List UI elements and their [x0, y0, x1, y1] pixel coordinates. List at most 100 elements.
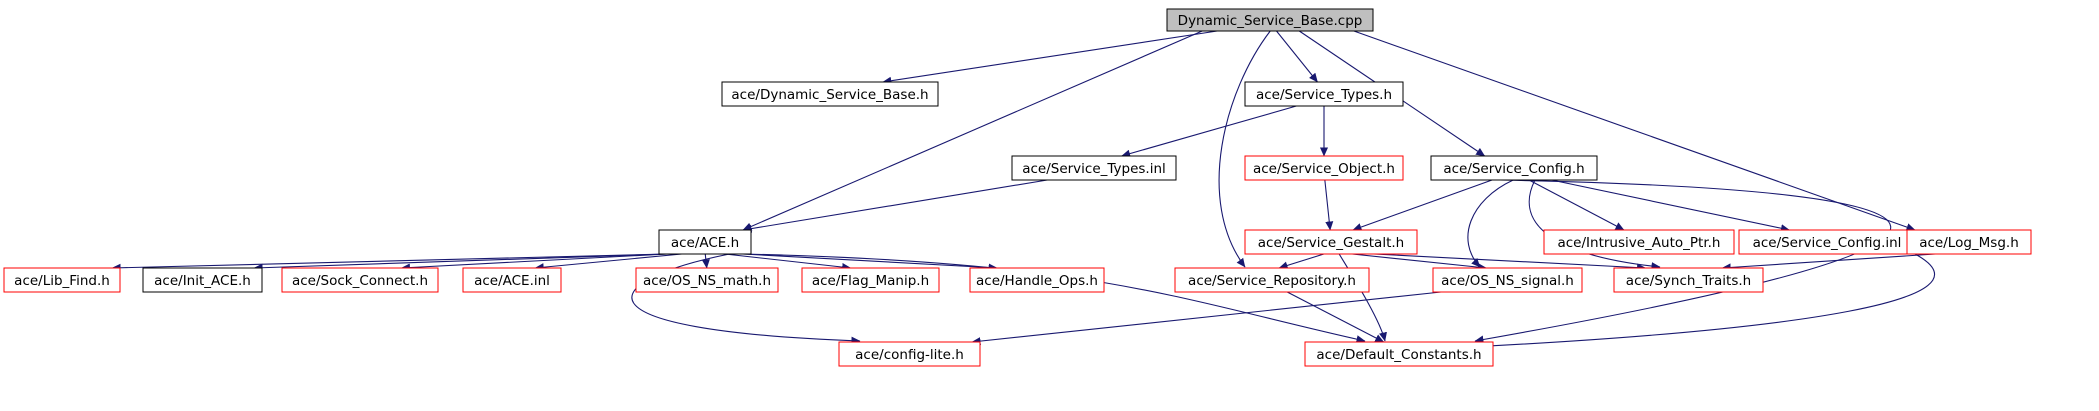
- node-label: ace/Intrusive_Auto_Ptr.h: [1557, 235, 1720, 251]
- edge-root-to-lm_h: [1353, 30, 1916, 231]
- node-box: [801, 267, 940, 293]
- node-box: [1432, 267, 1583, 293]
- node-box: [1430, 155, 1598, 181]
- edge-st_h-to-st_inl: [1121, 105, 1297, 158]
- node-label: ace/ACE.inl: [474, 273, 550, 289]
- edge-root-to-ace_h: [742, 30, 1203, 231]
- node-ho-h[interactable]: ace/Handle_Ops.h: [969, 267, 1105, 293]
- node-ia-h[interactable]: ace/Init_ACE.h: [142, 267, 263, 293]
- node-label: ace/Synch_Traits.h: [1626, 273, 1751, 289]
- node-box: [1174, 267, 1370, 293]
- node-root[interactable]: Dynamic_Service_Base.cpp: [1166, 8, 1374, 32]
- edge-ace_h-to-cl_h: [631, 253, 861, 345]
- edge-so_h-to-sg_h: [1324, 179, 1334, 231]
- node-box: [1244, 155, 1404, 181]
- node-label: ace/Init_ACE.h: [154, 273, 251, 289]
- node-box: [658, 229, 752, 255]
- node-label: ace/ACE.h: [671, 235, 739, 251]
- nodes-layer: Dynamic_Service_Base.cpp ace/Dynamic_Serv…: [3, 8, 2032, 367]
- node-box: [838, 341, 981, 367]
- edge-sc_h-to-iap_h: [1528, 179, 1625, 231]
- node-nss-h[interactable]: ace/OS_NS_signal.h: [1432, 267, 1583, 293]
- node-sg-h[interactable]: ace/Service_Gestalt.h: [1244, 229, 1418, 255]
- node-dsb-h[interactable]: ace/Dynamic_Service_Base.h: [721, 81, 939, 107]
- node-label: ace/Sock_Connect.h: [292, 273, 428, 289]
- edge-ace_h-to-dc_h: [742, 253, 1366, 344]
- node-box: [1166, 8, 1374, 32]
- edge-sc_h-to-sg_h: [1352, 179, 1493, 231]
- node-box: [1613, 267, 1764, 293]
- edge-nss_h-to-cl_h: [971, 291, 1442, 346]
- node-label: ace/OS_NS_signal.h: [1441, 273, 1574, 289]
- node-box: [1906, 229, 2032, 255]
- node-label: ace/Lib_Find.h: [14, 273, 110, 289]
- node-so-h[interactable]: ace/Service_Object.h: [1244, 155, 1404, 181]
- edge-root-to-st_h: [1276, 30, 1318, 83]
- edge-ace_h-to-ia_h: [253, 253, 668, 272]
- edge-sc_h-to-nss_h: [1467, 179, 1514, 268]
- node-box: [462, 267, 562, 293]
- node-box: [1543, 229, 1735, 255]
- node-label: ace/Dynamic_Service_Base.h: [731, 87, 928, 103]
- node-label: ace/Service_Config.inl: [1753, 235, 1902, 251]
- node-box: [969, 267, 1105, 293]
- node-label: ace/Handle_Ops.h: [976, 273, 1098, 289]
- edge-lm_h-to-str_h: [1721, 253, 1936, 272]
- edge-sg_h-to-str_h: [1373, 253, 1647, 272]
- node-iap-h[interactable]: ace/Intrusive_Auto_Ptr.h: [1543, 229, 1735, 255]
- node-st-h[interactable]: ace/Service_Types.h: [1244, 81, 1404, 107]
- node-box: [635, 267, 779, 293]
- edge-lm_h-to-dc_h: [1469, 253, 1936, 351]
- node-lf-h[interactable]: ace/Lib_Find.h: [3, 267, 121, 293]
- node-label: ace/OS_NS_math.h: [643, 273, 771, 289]
- node-box: [1304, 341, 1494, 367]
- node-label: ace/Service_Types.inl: [1022, 161, 1166, 177]
- node-label: ace/Default_Constants.h: [1316, 347, 1481, 363]
- node-dc-h[interactable]: ace/Default_Constants.h: [1304, 341, 1494, 367]
- node-box: [1738, 229, 1916, 255]
- node-label: ace/Service_Object.h: [1253, 161, 1395, 177]
- node-label: ace/Log_Msg.h: [1919, 235, 2019, 251]
- node-label: ace/config-lite.h: [855, 347, 964, 363]
- node-label: ace/Service_Repository.h: [1188, 273, 1356, 289]
- node-box: [1244, 229, 1418, 255]
- edge-root-to-dsb_h: [882, 30, 1218, 85]
- node-box: [721, 81, 939, 107]
- edge-st_inl-to-ace_h: [742, 179, 1048, 233]
- edge-sg_h-to-nss_h: [1352, 253, 1487, 272]
- edge-ace_h-to-nsm_h: [701, 253, 710, 269]
- node-box: [3, 267, 121, 293]
- edge-sc_h-to-dc_h: [1474, 179, 1892, 344]
- node-box: [142, 267, 263, 293]
- edges-layer: [111, 30, 1936, 351]
- edge-sg_h-to-dc_h: [1338, 253, 1387, 342]
- node-label: ace/Flag_Manip.h: [812, 273, 929, 289]
- edge-root-to-sr_h: [1218, 30, 1271, 268]
- node-cl-h[interactable]: ace/config-lite.h: [838, 341, 981, 367]
- edge-ace_h-to-lf_h: [111, 253, 668, 272]
- node-nsm-h[interactable]: ace/OS_NS_math.h: [635, 267, 779, 293]
- node-sr-h[interactable]: ace/Service_Repository.h: [1174, 267, 1370, 293]
- node-box: [1244, 81, 1404, 107]
- node-lm-h[interactable]: ace/Log_Msg.h: [1906, 229, 2032, 255]
- node-box: [281, 267, 439, 293]
- node-label: ace/Service_Types.h: [1256, 87, 1392, 103]
- edge-ace_h-to-ace_inl: [534, 253, 682, 272]
- node-label: Dynamic_Service_Base.cpp: [1178, 13, 1363, 29]
- edge-ace_h-to-scn_h: [400, 253, 668, 272]
- node-st-inl[interactable]: ace/Service_Types.inl: [1011, 155, 1177, 181]
- node-ace-inl[interactable]: ace/ACE.inl: [462, 267, 562, 293]
- node-sc-h[interactable]: ace/Service_Config.h: [1430, 155, 1598, 181]
- edge-sc_h-to-sc_inl: [1551, 179, 1790, 233]
- edge-ace_h-to-fm_h: [724, 253, 852, 272]
- edge-sg_h-to-sr_h: [1278, 253, 1325, 270]
- node-fm-h[interactable]: ace/Flag_Manip.h: [801, 267, 940, 293]
- edge-sr_h-to-dc_h: [1286, 291, 1385, 343]
- node-str-h[interactable]: ace/Synch_Traits.h: [1613, 267, 1764, 293]
- node-box: [1011, 155, 1177, 181]
- node-scn-h[interactable]: ace/Sock_Connect.h: [281, 267, 439, 293]
- node-label: ace/Service_Gestalt.h: [1258, 235, 1404, 251]
- node-sc-inl[interactable]: ace/Service_Config.inl: [1738, 229, 1916, 255]
- node-ace-h[interactable]: ace/ACE.h: [658, 229, 752, 255]
